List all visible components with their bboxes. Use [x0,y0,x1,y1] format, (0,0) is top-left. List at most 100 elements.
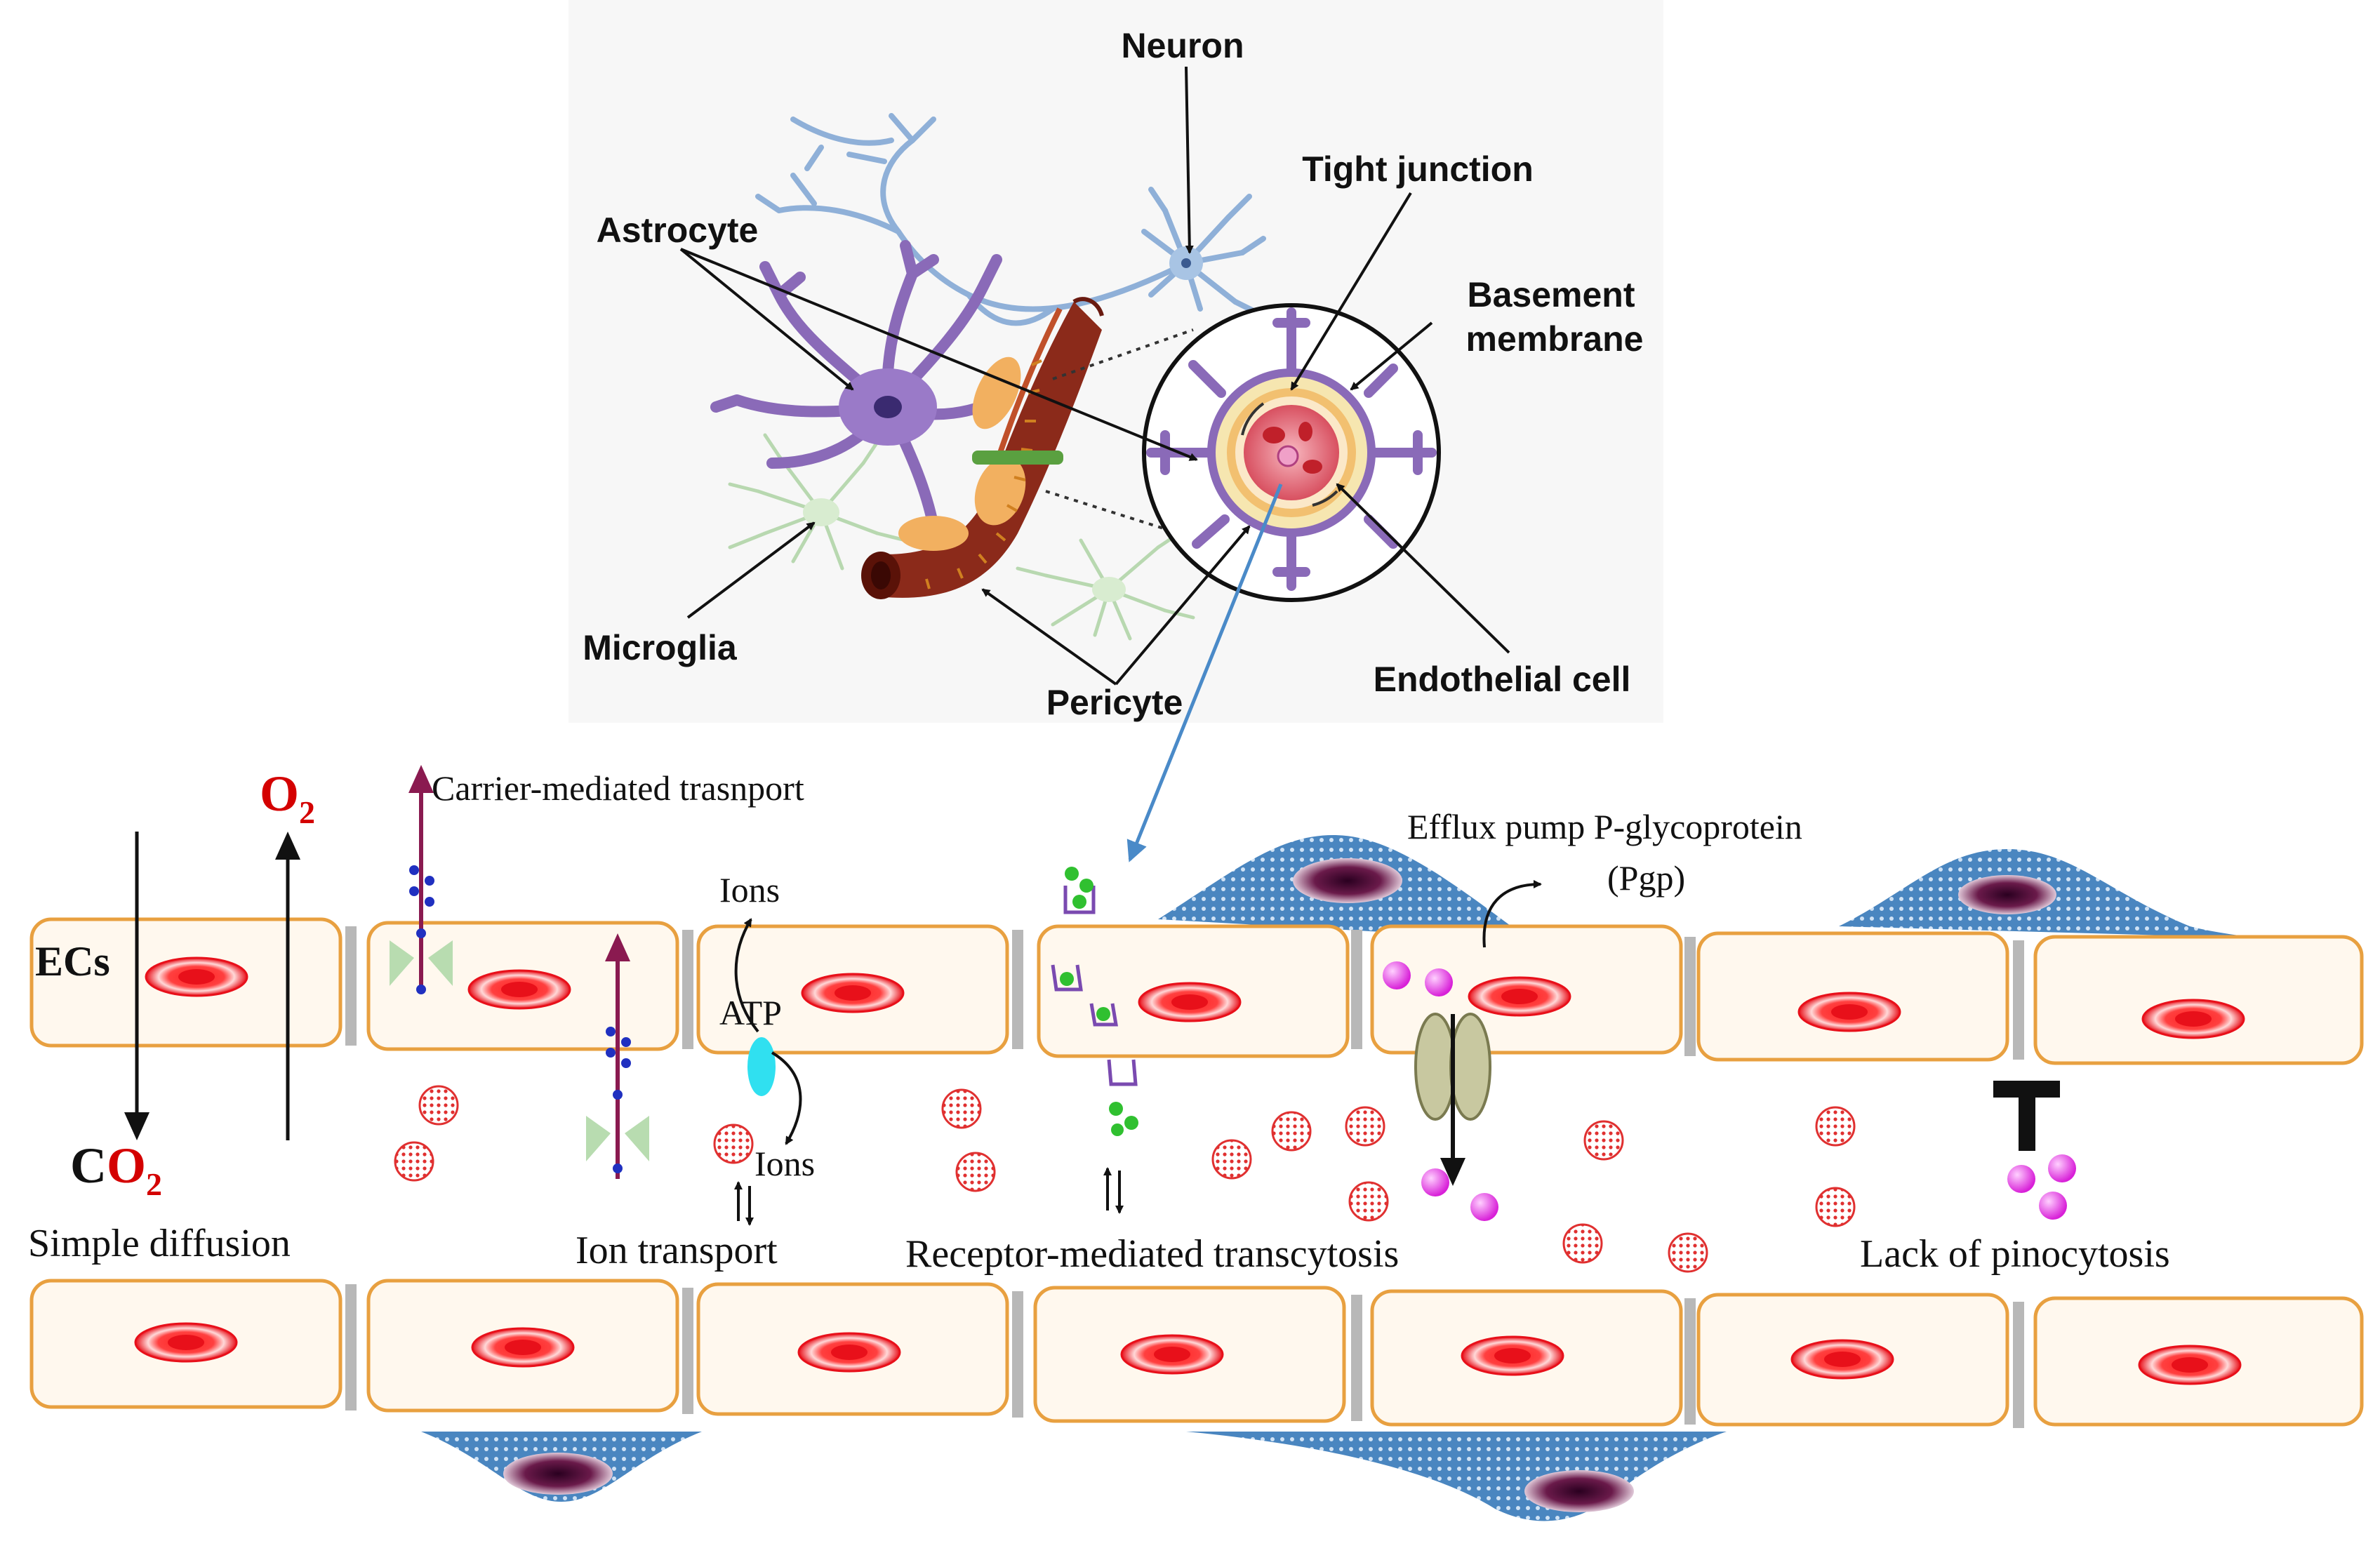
label-astrocyte: Astrocyte [597,211,759,250]
arrow-pericyte-1 [981,588,1117,686]
astrocyte-nucleus [874,396,902,418]
ions-bottom-label: Ions [754,1144,815,1183]
arrow-astrocyte-1 [679,248,854,391]
ions-top-label: Ions [719,870,780,909]
pericyte-clump-3 [898,516,969,551]
simple-diffusion-label: Simple diffusion [28,1222,291,1265]
solute-particle [1583,1120,1624,1161]
upper-tight-junction-6 [2013,940,2024,1060]
efflux-label-line2: (Pgp) [1607,858,1685,898]
upper-nucleus-core-5 [1501,989,1538,1004]
ions-in-arrow [771,1051,802,1145]
neuron-cell [755,113,1266,326]
atp-pump [747,1037,776,1096]
vesicle-group [1051,886,1138,1086]
pericyte-clump-1 [972,356,1021,429]
solute-particle [1271,1111,1312,1152]
arrow-tight-junction [1290,192,1412,391]
microglia-cell-left [728,433,908,571]
upper-cell-row [29,917,2364,1065]
lack-pinocytosis-label: Lack of pinocytosis [1860,1232,2170,1276]
lower-nucleus-core-3 [831,1345,867,1360]
lower-tight-junction-3 [1012,1291,1023,1418]
solute-particle [394,1141,434,1182]
label-neuron: Neuron [1122,26,1244,65]
solute-particle [1815,1106,1856,1147]
lower-tight-junction-6 [2013,1302,2024,1428]
pericyte-blob-upper-2 [1839,849,2344,940]
lumen-particles [394,1085,1856,1273]
pericyte-blob-upper-1 [1158,835,1530,940]
efflux-label-line1: Efflux pump P-glycoprotein [1407,807,1802,846]
illustration-background [569,0,1663,723]
label-arrows [679,66,1510,686]
solute-particle [1562,1223,1603,1264]
lower-tight-junction-2 [682,1288,693,1414]
zoom-connector-arrow [1126,484,1283,862]
solute-particle [1668,1232,1708,1273]
upper-tight-junction-4 [1351,930,1362,1049]
solute-particle [1815,1187,1856,1227]
ecs-label: ECs [35,938,110,985]
lower-nucleus-core-1 [168,1335,204,1350]
pinocytosis-particles [2007,1154,2076,1220]
co2-label: CO2 [70,1138,162,1202]
upper-nucleus-core-6 [1831,1004,1868,1020]
pgp-pump [1414,1013,1491,1121]
upper-nucleus-core-3 [835,985,871,1001]
carrier-mediated-label: Carrier-mediated trasnport [432,768,804,808]
label-pericyte: Pericyte [1046,683,1183,722]
inhibition-symbol [1993,1081,2060,1151]
lower-nucleus-core-4 [1154,1347,1190,1362]
arrow-endothelial-cell [1336,483,1510,654]
arrow-astrocyte-2 [680,248,1198,461]
upper-nucleus-core-4 [1171,994,1208,1010]
zoom-line-bottom [1045,490,1180,535]
pericyte-blob-lower-1 [175,1432,702,1502]
lower-nucleus-core-7 [2172,1357,2208,1373]
upper-tight-junction-1 [345,926,357,1046]
arrow-basement-membrane [1350,321,1433,391]
microglia-soma-right [1092,577,1126,602]
receptor-mediated-label: Receptor-mediated transcytosis [905,1232,1399,1276]
label-basement-line2: membrane [1466,319,1644,359]
ion-exchange-arrows [734,1181,754,1226]
solute-particle [1345,1106,1385,1147]
ions-out-arrow [734,918,759,1033]
label-endothelial-cell: Endothelial cell [1374,660,1631,699]
solute-particle [941,1088,982,1129]
transcytosis-exchange-arrows [1103,1167,1124,1214]
solute-particle [713,1123,754,1164]
atp-label: ATP [719,993,782,1032]
solute-particle [418,1085,459,1126]
arrow-pericyte-2 [1115,525,1251,686]
upper-tight-junction-3 [1012,930,1023,1049]
label-tight-junction: Tight junction [1302,149,1534,189]
o2-label: O2 [260,766,315,830]
receptor-ligands [1060,867,1138,1136]
solute-particle [955,1152,996,1192]
microglia-soma-left [803,498,839,526]
lower-nucleus-core-6 [1824,1352,1861,1367]
pericyte-blob-lower-2 [1186,1432,1727,1521]
transport-diagram: O2 CO2 ECs Simple diffusion Carrier-medi… [28,765,2364,1521]
upper-nucleus-core-2 [501,982,538,997]
lower-nucleus-core-2 [505,1340,541,1355]
vessel-band [972,451,1063,465]
pgp-out-arrow [1482,880,1542,948]
upper-tight-junction-2 [682,930,693,1049]
lower-tight-junction-4 [1351,1295,1362,1421]
upper-nucleus-core-7 [2175,1011,2212,1027]
cross-section-zoom [1142,303,1441,602]
carrier-transporter-upper [390,765,453,994]
carrier-transporter-lower [586,933,649,1179]
lower-tight-junction-1 [345,1284,357,1411]
blood-vessel [861,297,1104,599]
upper-nucleus-core-1 [178,969,215,985]
lower-nucleus-core-5 [1494,1348,1531,1363]
pgp-substrates [1383,961,1498,1221]
lower-cell-row [29,1279,2364,1428]
solute-particle [1211,1139,1252,1180]
solute-particle [1348,1181,1389,1222]
